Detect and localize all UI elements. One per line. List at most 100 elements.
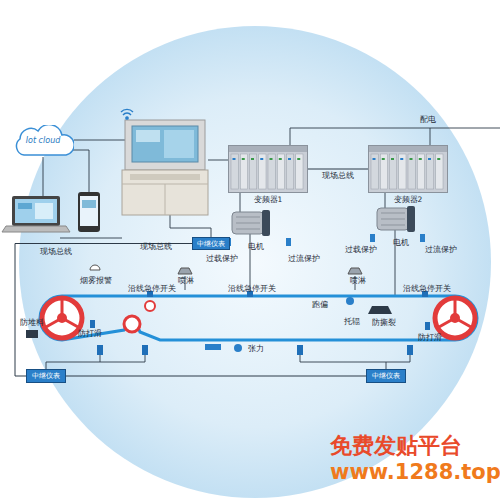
part-label: 过流保护 [288, 255, 320, 263]
part-label: 过载保护 [206, 255, 238, 263]
drawing-part [236, 217, 260, 218]
drawing-part [35, 203, 53, 219]
drawing-part [90, 320, 95, 328]
drawing-part [130, 174, 200, 180]
drawing-part [290, 128, 500, 145]
module-led [251, 158, 254, 160]
conveyor-belt [40, 296, 477, 340]
drawing-part [121, 109, 133, 112]
drawing-part [2, 226, 70, 232]
module-led [288, 158, 291, 160]
watermark: 免费发贴平台 [330, 434, 462, 458]
rack-module [268, 154, 275, 189]
drawing-part [18, 203, 32, 209]
field-devices [26, 265, 430, 355]
drawing-part [164, 130, 194, 158]
motor [232, 206, 415, 236]
part-label: 沿线急停开关 [403, 285, 451, 293]
drawing-part [12, 196, 60, 226]
rack-module [427, 154, 434, 189]
drawing-part [300, 355, 386, 362]
drawing-part [234, 344, 242, 352]
part-label: 现场总线 [140, 243, 172, 251]
rack-module [250, 154, 257, 189]
drawing-part [125, 120, 205, 170]
drawing-part [232, 212, 264, 234]
rack-module [408, 154, 415, 189]
part-label: 防堆料 [20, 319, 44, 327]
rack-module [277, 154, 284, 189]
drawing-part [407, 206, 415, 232]
rack-module [296, 154, 303, 189]
control-console [122, 120, 208, 215]
module-led [437, 158, 440, 160]
part-label: 防打滑 [418, 334, 442, 342]
drawing-part [381, 219, 405, 220]
rack-module [371, 154, 378, 189]
drawing-part [145, 301, 155, 311]
drawing-part [26, 330, 38, 338]
relay-box: 中继仪表 [192, 237, 230, 250]
drawing-part [178, 268, 192, 274]
part-label: 配电 [420, 116, 436, 124]
drawing-part [136, 130, 160, 142]
part-label: 防打滑 [78, 330, 102, 338]
part-label: 现场总线 [40, 248, 72, 256]
module-led [400, 158, 403, 160]
module-led [279, 158, 282, 160]
drawing-part [208, 160, 228, 161]
relay-box: 中继仪表 [366, 369, 406, 383]
cloud-node: Iot cloud [12, 125, 74, 157]
part-label: 沿线急停开关 [228, 285, 276, 293]
rack-top [369, 146, 447, 152]
inverter-node: 变频器2 [368, 145, 448, 193]
drawing-part [286, 238, 291, 246]
module-led [260, 158, 263, 160]
module-led [233, 158, 236, 160]
part-label: 沿线急停开关 [128, 285, 176, 293]
drawing-part [377, 208, 409, 230]
part-label: 电机 [248, 243, 264, 251]
wifi-icon [121, 109, 133, 119]
drawing-part [170, 215, 211, 237]
drawing-part [386, 355, 410, 369]
node-text: 中继仪表 [372, 371, 400, 381]
drawing-part [142, 345, 148, 355]
rack-module [399, 154, 406, 189]
drawing-part [348, 268, 362, 274]
inverter-rack [228, 145, 308, 193]
module-led [242, 158, 245, 160]
drawing-part [60, 150, 89, 192]
drawing-part [82, 200, 96, 208]
drawing-part [435, 298, 475, 338]
part-label: 喷淋 [178, 277, 194, 285]
module-led [373, 158, 376, 160]
drawing-part [126, 117, 128, 119]
drawing-part [60, 238, 122, 239]
drawing-part [132, 126, 198, 162]
rack-module [390, 154, 397, 189]
rack-module [287, 154, 294, 189]
rack-body [369, 146, 448, 193]
node-text: Iot cloud [12, 136, 74, 145]
rack-module [240, 154, 247, 189]
drawing-part [43, 157, 44, 196]
drawing-part [370, 234, 375, 242]
phone [78, 192, 100, 232]
fieldbus-line [66, 376, 366, 377]
rack-module [436, 154, 443, 189]
drawing-part [236, 223, 260, 224]
drawing-part [80, 196, 98, 226]
drawing-part [297, 345, 303, 355]
drawing-part [205, 344, 221, 350]
watermark: www.1288.top [330, 461, 500, 484]
relay-box: 中继仪表 [26, 369, 66, 383]
rack-top [229, 146, 307, 152]
module-led [270, 158, 273, 160]
drawing-part [90, 265, 100, 270]
module-led [428, 158, 431, 160]
drawing-part [407, 345, 413, 355]
part-label: 跑偏 [312, 301, 328, 309]
drawing-part [425, 322, 430, 330]
